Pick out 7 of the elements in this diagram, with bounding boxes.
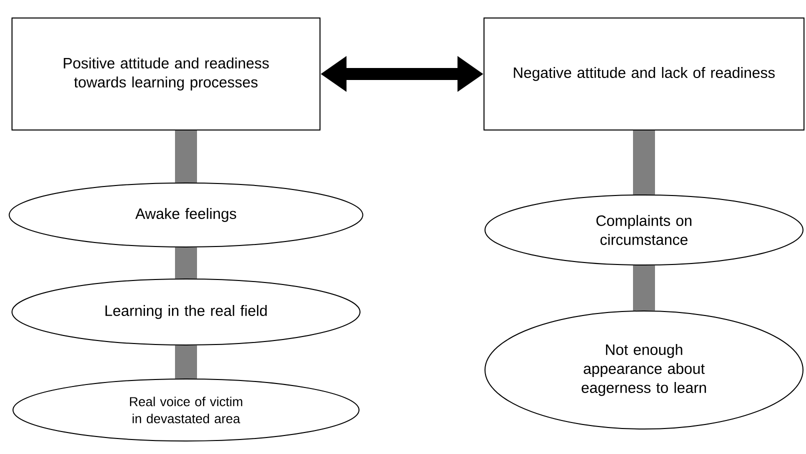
connector-bar [633, 130, 655, 194]
attitude-box: Positive attitude and readiness towards learning processes [12, 18, 320, 130]
connector-bar [175, 248, 197, 278]
connector-bar [175, 345, 197, 378]
connector-bar [633, 265, 655, 310]
connector-bar [175, 130, 197, 182]
attitude-box: Negative attitude and lack of readiness [484, 18, 804, 130]
